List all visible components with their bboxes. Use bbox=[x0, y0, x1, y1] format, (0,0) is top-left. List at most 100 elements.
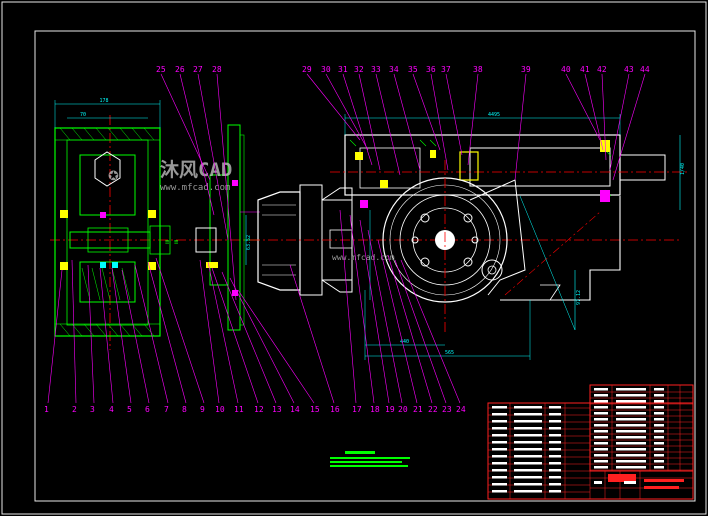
motor bbox=[250, 184, 680, 296]
title-block-cell bbox=[616, 394, 646, 397]
title-block-cell bbox=[492, 490, 507, 493]
title-block-cell bbox=[594, 406, 608, 409]
title-block-cell bbox=[492, 469, 507, 472]
title-block-cell bbox=[654, 430, 664, 433]
balloon-leader bbox=[229, 277, 295, 404]
title-block-cell bbox=[492, 483, 507, 486]
title-block-cell bbox=[549, 490, 561, 493]
title-block-cell bbox=[594, 436, 608, 439]
title-block-cell bbox=[616, 430, 646, 433]
balloon-leader bbox=[565, 73, 601, 141]
title-block-cell bbox=[616, 466, 646, 469]
title-block-cell bbox=[492, 455, 507, 458]
title-block-cell bbox=[492, 476, 507, 479]
balloon-label: 11 bbox=[234, 405, 244, 414]
balloon-label: 7 bbox=[164, 405, 169, 414]
balloon-leader bbox=[289, 264, 335, 404]
title-block-cell bbox=[514, 448, 542, 451]
balloon-label: 31 bbox=[338, 65, 348, 74]
balloon-label: 34 bbox=[389, 65, 399, 74]
title-block-cell bbox=[549, 427, 561, 430]
balloon-leader bbox=[134, 264, 169, 404]
title-block-cell bbox=[644, 479, 684, 482]
watermark-small: www.mfcad.com bbox=[332, 253, 395, 262]
balloon-leader bbox=[367, 229, 403, 404]
dim-right-height: 1/40 bbox=[680, 163, 686, 175]
balloon-label: 1 bbox=[44, 405, 49, 414]
balloon-leader bbox=[179, 73, 215, 216]
balloon-label: 12 bbox=[254, 405, 264, 414]
balloon-leader bbox=[400, 259, 461, 404]
balloon-leader bbox=[375, 73, 401, 176]
title-block-cell bbox=[654, 454, 664, 457]
title-block-cell bbox=[549, 406, 561, 409]
balloon-label: 19 bbox=[385, 405, 395, 414]
title-block-cell bbox=[594, 394, 608, 397]
balloon-leader bbox=[325, 73, 369, 151]
dim-right-top: 4495 bbox=[488, 112, 500, 118]
title-block-cell bbox=[549, 448, 561, 451]
balloon-label: 15 bbox=[310, 405, 320, 414]
title-block-cell bbox=[616, 400, 646, 403]
title-block-cell bbox=[514, 462, 542, 465]
title-block-cell bbox=[492, 427, 507, 430]
title-block-cell bbox=[492, 441, 507, 444]
balloon-leader bbox=[306, 73, 361, 141]
balloon-leader bbox=[111, 267, 132, 404]
title-block-cell bbox=[549, 476, 561, 479]
title-block-cell bbox=[514, 476, 542, 479]
title-block-cell bbox=[492, 406, 507, 409]
title-block-cell bbox=[514, 469, 542, 472]
dim-bottom-b: 565 bbox=[445, 350, 454, 356]
title-block-cell bbox=[654, 448, 664, 451]
balloon-label: 20 bbox=[398, 405, 408, 414]
balloon-label: 38 bbox=[473, 65, 483, 74]
balloon-label: 36 bbox=[426, 65, 436, 74]
balloon-leader bbox=[393, 73, 421, 171]
title-block-cell bbox=[514, 420, 542, 423]
title-block-cell bbox=[654, 460, 664, 463]
balloon-label: 44 bbox=[640, 65, 650, 74]
title-block-cell bbox=[616, 460, 646, 463]
title-block-cell bbox=[616, 454, 646, 457]
dim-left-inner: 70 bbox=[80, 112, 86, 118]
watermark-brand: 沐风CAD bbox=[160, 159, 232, 181]
balloon-label: 2 bbox=[72, 405, 77, 414]
balloon-leader bbox=[216, 73, 237, 301]
title-block-cell bbox=[549, 483, 561, 486]
balloon-leader bbox=[71, 259, 77, 404]
balloon-label: 28 bbox=[212, 65, 222, 74]
balloon-label: 32 bbox=[354, 65, 364, 74]
watermark-logo: ✪ bbox=[108, 164, 119, 185]
title-block-cell bbox=[594, 442, 608, 445]
balloon-leader bbox=[349, 214, 375, 404]
balloon-label: 29 bbox=[302, 65, 312, 74]
balloon-leader bbox=[237, 289, 315, 404]
balloon-leader bbox=[211, 267, 259, 404]
title-block-cell bbox=[654, 436, 664, 439]
title-block-cell bbox=[616, 388, 646, 391]
title-block-cell bbox=[654, 442, 664, 445]
balloon-leader bbox=[342, 73, 373, 166]
title-block-cell bbox=[616, 418, 646, 421]
title-block-cell bbox=[514, 455, 542, 458]
title-block-cell bbox=[514, 490, 542, 493]
title-block-cell bbox=[492, 413, 507, 416]
title-block-cell bbox=[492, 434, 507, 437]
title-block-cell bbox=[594, 412, 608, 415]
balloon-leader bbox=[121, 269, 150, 404]
title-block-cell bbox=[594, 460, 608, 463]
title-block-cell bbox=[514, 413, 542, 416]
balloon-leader bbox=[612, 73, 646, 181]
balloon-label: 5 bbox=[127, 405, 132, 414]
title-block-cell bbox=[594, 466, 608, 469]
balloon-label: 39 bbox=[521, 65, 531, 74]
balloon-label: 25 bbox=[156, 65, 166, 74]
balloon-label: 23 bbox=[442, 405, 452, 414]
title-block-cell bbox=[654, 400, 664, 403]
title-block-cell bbox=[514, 427, 542, 430]
title-block-cell bbox=[654, 424, 664, 427]
title-block-cell bbox=[654, 406, 664, 409]
